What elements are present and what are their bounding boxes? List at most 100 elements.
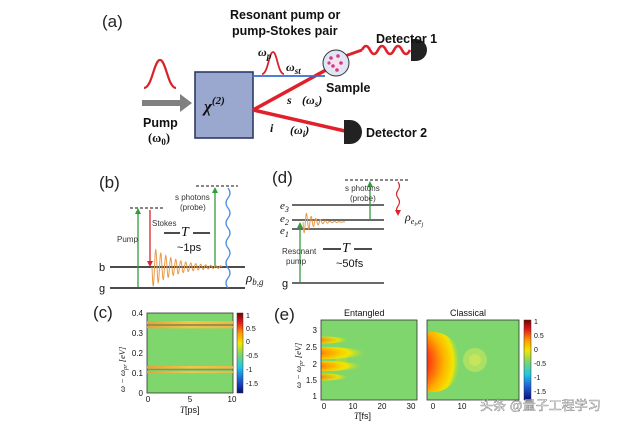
heatmap-e-entangled bbox=[321, 320, 417, 400]
pump-label: Pump bbox=[143, 116, 178, 130]
coherence-decay-d bbox=[302, 212, 346, 234]
band-c-upper-1 bbox=[147, 321, 233, 324]
c-cbar-ticks: 1 0.5 0 -0.5 -1 -1.5 bbox=[246, 313, 258, 388]
e-xticks-right: 0 10 bbox=[431, 402, 467, 411]
panel-d-label: (d) bbox=[272, 168, 293, 187]
d-s-photons: s photons bbox=[345, 184, 380, 193]
heatmap-e-classical bbox=[427, 320, 519, 400]
panel-a-header-line2: pump-Stokes pair bbox=[232, 24, 338, 38]
b-probe: (probe) bbox=[180, 203, 206, 212]
crystal-chi2: χ(2) bbox=[202, 95, 225, 116]
e-cbar-tick: -0.5 bbox=[534, 361, 546, 368]
e-xtick: 0 bbox=[322, 402, 327, 411]
emission-wave-d bbox=[395, 181, 401, 215]
d-pump: pump bbox=[286, 257, 307, 266]
e-ytick: 2 bbox=[313, 360, 318, 369]
c-cbar-tick: -0.5 bbox=[246, 353, 258, 360]
pump-frequency: (ω0) bbox=[148, 131, 170, 147]
c-ytick: 0.1 bbox=[132, 369, 144, 378]
e-xticks-left: 0 10 20 30 bbox=[322, 402, 416, 411]
b-stokes: Stokes bbox=[152, 219, 176, 228]
c-colorbar bbox=[236, 312, 244, 394]
output-beam bbox=[344, 48, 363, 58]
c-xtick: 10 bbox=[228, 395, 237, 404]
e3-label: e3 bbox=[280, 200, 289, 214]
c-xlabel: T[ps] bbox=[180, 405, 200, 415]
c-cbar-tick: 1 bbox=[246, 313, 250, 320]
level-b-label: b bbox=[99, 262, 105, 274]
emission-arrowhead-d bbox=[395, 210, 401, 216]
e-cbar-tick: 1 bbox=[534, 319, 538, 326]
e-colorbar bbox=[523, 319, 532, 401]
panel-b: (b) b g s photons (probe) Stokes Pump T … bbox=[99, 173, 264, 295]
e-title-right: Classical bbox=[450, 308, 486, 318]
panel-a: (a) Resonant pump or pump-Stokes pair Pu… bbox=[102, 8, 437, 147]
detector2-label: Detector 2 bbox=[366, 126, 427, 140]
c-xtick: 0 bbox=[146, 395, 151, 404]
level-g-label-d: g bbox=[282, 278, 288, 290]
c-ytick: 0.2 bbox=[132, 349, 144, 358]
panel-b-label: (b) bbox=[99, 173, 120, 192]
e-xtick: 30 bbox=[407, 402, 416, 411]
band-c-lower-dark bbox=[147, 368, 233, 371]
e-cbar-ticks: 1 0.5 0 -0.5 -1 -1.5 bbox=[534, 319, 546, 396]
detector2-icon bbox=[344, 120, 362, 144]
watermark: 头条 @量子工程学习 bbox=[480, 398, 601, 413]
b-delay-T: T bbox=[181, 225, 190, 240]
pump-arrow bbox=[142, 94, 192, 112]
e1-label: e1 bbox=[280, 225, 289, 239]
band-c-upper-dark bbox=[147, 324, 233, 326]
c-ylabel: ω − ωpr[eV] bbox=[117, 347, 129, 392]
resonant-pump-pulse bbox=[261, 51, 285, 75]
b-pump: Pump bbox=[117, 235, 138, 244]
panel-a-header-line1: Resonant pump or bbox=[230, 8, 341, 22]
heatmap-e-classical-frame bbox=[426, 319, 520, 401]
band-c-upper-2 bbox=[147, 326, 233, 329]
e-cbar-tick: 0.5 bbox=[534, 333, 544, 340]
signal-beam bbox=[252, 63, 336, 112]
e-cbar-tick: -1 bbox=[534, 375, 540, 382]
idler-label: i bbox=[270, 121, 274, 135]
e-ytick: 1.5 bbox=[306, 376, 318, 385]
detector1-signal bbox=[360, 44, 412, 56]
detector1-label: Detector 1 bbox=[376, 32, 437, 46]
panel-d: (d) e3 e2 e1 g s photons (probe) ρei,ej … bbox=[272, 168, 424, 290]
e-xtick: 10 bbox=[458, 402, 467, 411]
e2-label: e2 bbox=[280, 213, 289, 227]
emission-wave-b bbox=[225, 187, 231, 289]
c-ytick: 0.4 bbox=[132, 309, 144, 318]
band-c-lower-2 bbox=[147, 371, 233, 374]
e-xlabel: T[fs] bbox=[354, 411, 371, 421]
idler-beam bbox=[252, 108, 346, 133]
panel-c-label: (c) bbox=[93, 303, 113, 322]
nonlinear-crystal bbox=[194, 71, 254, 139]
omega-st: ωst bbox=[286, 60, 301, 76]
c-ytick: 0 bbox=[139, 389, 144, 398]
band-c-lower-1 bbox=[147, 366, 233, 369]
detector1-icon bbox=[411, 39, 427, 61]
c-ytick: 0.3 bbox=[132, 329, 144, 338]
e-ylabel: ω − ωpr[eV] bbox=[293, 343, 305, 388]
e-xtick: 0 bbox=[431, 402, 436, 411]
sample-molecules bbox=[327, 54, 343, 72]
c-xticks: 0 5 10 bbox=[146, 395, 237, 404]
omega-p: ωp bbox=[258, 45, 272, 61]
sample bbox=[322, 49, 350, 77]
d-delay-T: T bbox=[342, 241, 351, 256]
signal-frequency: (ωs) bbox=[302, 93, 322, 109]
panel-a-label: (a) bbox=[102, 12, 123, 31]
d-rho: ρei,ej bbox=[404, 210, 424, 228]
panel-e-label: (e) bbox=[274, 305, 295, 324]
e-xtick: 10 bbox=[349, 402, 358, 411]
heatmap-e-entangled-frame bbox=[320, 319, 418, 401]
c-yticks: 0.4 0.3 0.2 0.1 0 bbox=[132, 309, 144, 398]
c-cbar-tick: 0.5 bbox=[246, 326, 256, 333]
c-cbar-tick: -1.5 bbox=[246, 381, 258, 388]
e-ytick: 1 bbox=[313, 392, 318, 401]
d-probe: (probe) bbox=[350, 194, 376, 203]
resonant-pump-arrowhead-d bbox=[297, 222, 303, 228]
e-cbar-tick: -1.5 bbox=[534, 389, 546, 396]
d-resonant: Resonant bbox=[282, 247, 317, 256]
b-delay-value: ~1ps bbox=[177, 242, 202, 254]
